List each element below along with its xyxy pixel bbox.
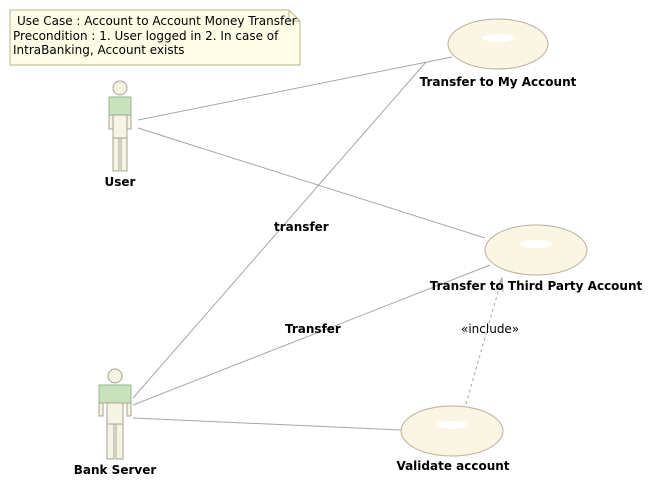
actor-label: User: [105, 175, 136, 189]
association-user-transfer-third-party[interactable]: [137, 127, 486, 239]
association-label-transfer: transfer: [274, 220, 329, 234]
note-line-3: IntraBanking, Account exists: [13, 43, 185, 57]
use-case-ellipse: [484, 224, 588, 276]
association-bank-validate-account[interactable]: [132, 417, 402, 431]
include-label: «include»: [461, 322, 519, 336]
use-case-transfer-to-third-party-account[interactable]: Transfer to Third Party Account: [430, 224, 643, 293]
use-case-label: Transfer to My Account: [420, 75, 577, 89]
use-case-ellipse: [400, 405, 504, 457]
use-case-label: Transfer to Third Party Account: [430, 279, 643, 293]
association-bank-transfer-third-party[interactable]: [132, 264, 491, 406]
note-line-1: Use Case : Account to Account Money Tran…: [17, 14, 297, 28]
use-case-highlight: [482, 34, 514, 42]
include-arrowhead: [495, 276, 504, 293]
note[interactable]: Use Case : Account to Account Money Tran…: [9, 9, 301, 66]
note-fold: [288, 10, 300, 22]
actor-label: Bank Server: [74, 463, 157, 477]
use-case-validate-account[interactable]: Validate account: [396, 405, 510, 473]
use-case-highlight: [436, 421, 468, 429]
use-case-ellipse: [447, 18, 549, 70]
use-case-highlight: [520, 240, 552, 248]
use-case-label: Validate account: [396, 459, 509, 473]
association-bank-transfer-my-account[interactable]: [132, 61, 427, 399]
association-user-transfer-my-account[interactable]: [137, 56, 453, 121]
association-label-transfer-capital: Transfer: [285, 322, 341, 336]
actor-bank-server[interactable]: Bank Server: [74, 368, 157, 477]
use-case-transfer-to-my-account[interactable]: Transfer to My Account: [420, 18, 577, 89]
actor-user[interactable]: User: [105, 80, 136, 189]
actor-icon: [98, 368, 132, 460]
note-box: [9, 9, 301, 66]
note-line-2: Precondition : 1. User logged in 2. In c…: [13, 29, 279, 43]
actor-icon: [108, 80, 132, 172]
include-dependency[interactable]: [465, 277, 503, 405]
